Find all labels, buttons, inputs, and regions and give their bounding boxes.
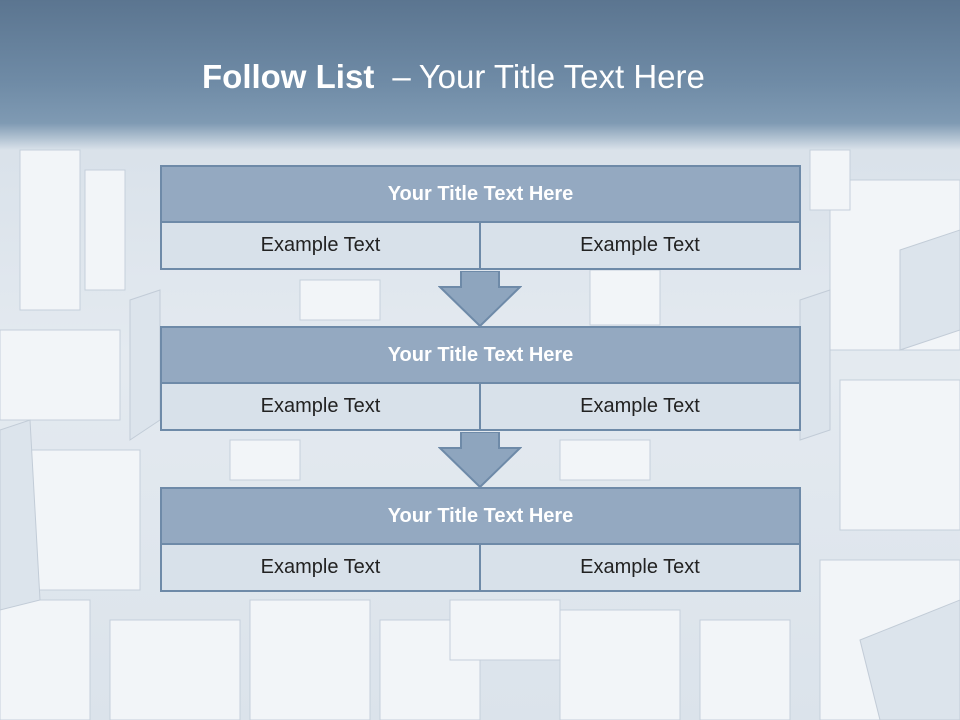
block-cell-right: Example Text: [479, 382, 801, 431]
title-bar: [0, 0, 960, 150]
block-title: Your Title Text Here: [160, 165, 801, 223]
down-arrow-icon: [438, 432, 522, 488]
slide-title-rest: Your Title Text Here: [418, 58, 705, 95]
slide-title-dash: –: [392, 58, 411, 95]
block-cell-left: Example Text: [160, 221, 481, 270]
block-cell-left: Example Text: [160, 543, 481, 592]
slide-title: Follow List–Your Title Text Here: [202, 52, 705, 102]
block-cell-right: Example Text: [479, 543, 801, 592]
slide-title-strong: Follow List: [202, 58, 375, 95]
block-title: Your Title Text Here: [160, 487, 801, 545]
down-arrow-icon: [438, 271, 522, 327]
block-cell-left: Example Text: [160, 382, 481, 431]
block-title: Your Title Text Here: [160, 326, 801, 384]
block-cell-right: Example Text: [479, 221, 801, 270]
